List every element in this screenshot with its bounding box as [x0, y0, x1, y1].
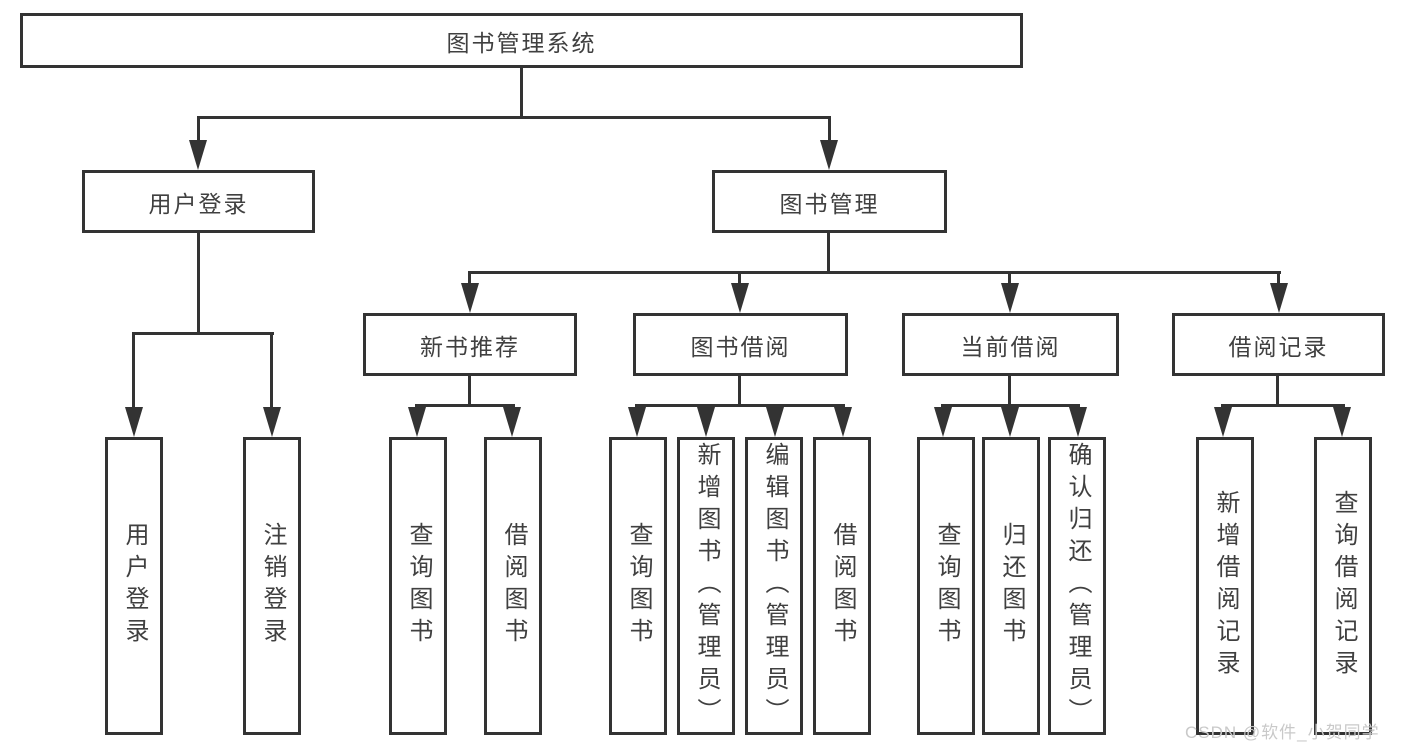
node-label: 图书管理	[779, 190, 880, 217]
connector-line	[1221, 404, 1345, 407]
arrowhead-down-icon	[766, 407, 784, 437]
node-label: 图书管理系统	[446, 29, 597, 56]
leaf-query-books-recommend: 查询图书	[389, 437, 447, 735]
arrowhead-down-icon	[408, 407, 426, 437]
node-label: 新书推荐	[420, 333, 520, 360]
watermark: CSDN @软件_小贺同学	[1185, 723, 1380, 742]
arrowhead-down-icon	[461, 283, 479, 313]
leaf-label: 查询图书	[405, 522, 432, 650]
connector-line	[468, 271, 1281, 274]
leaf-query-books-borrow: 查询图书	[609, 437, 667, 735]
connector-line	[1276, 374, 1279, 407]
connector-line	[197, 116, 831, 119]
leaf-label: 新增借阅记录	[1212, 490, 1239, 682]
leaf-add-book-admin: 新增图书（管理员）	[677, 437, 735, 735]
connector-line	[738, 273, 741, 285]
arrowhead-down-icon	[731, 283, 749, 313]
leaf-user-login: 用户登录	[105, 437, 163, 735]
connector-line	[132, 334, 135, 409]
arrowhead-down-icon	[697, 407, 715, 437]
leaf-confirm-return-admin: 确认归还（管理员）	[1048, 437, 1106, 735]
arrowhead-down-icon	[1270, 283, 1288, 313]
arrowhead-down-icon	[834, 407, 852, 437]
connector-line	[520, 66, 523, 118]
leaf-label: 确认归还（管理员）	[1064, 442, 1091, 730]
leaf-borrow-books-borrow: 借阅图书	[813, 437, 871, 735]
node-current-borrowing: 当前借阅	[902, 313, 1119, 376]
leaf-add-borrow-record: 新增借阅记录	[1196, 437, 1254, 735]
leaf-return-book: 归还图书	[982, 437, 1040, 735]
arrowhead-down-icon	[1214, 407, 1232, 437]
arrowhead-down-icon	[125, 407, 143, 437]
leaf-label: 用户登录	[121, 522, 148, 650]
leaf-label: 查询借阅记录	[1330, 490, 1357, 682]
arrowhead-down-icon	[503, 407, 521, 437]
leaf-query-borrow-record: 查询借阅记录	[1314, 437, 1372, 735]
node-new-book-recommendation: 新书推荐	[363, 313, 577, 376]
node-label: 图书借阅	[690, 333, 791, 360]
leaf-edit-book-admin: 编辑图书（管理员）	[745, 437, 803, 735]
arrowhead-down-icon	[1069, 407, 1087, 437]
arrowhead-down-icon	[628, 407, 646, 437]
leaf-logout: 注销登录	[243, 437, 301, 735]
leaf-label: 注销登录	[259, 522, 286, 650]
leaf-label: 借阅图书	[500, 522, 527, 650]
connector-line	[468, 374, 471, 407]
leaf-label: 查询图书	[933, 522, 960, 650]
connector-line	[1008, 374, 1011, 407]
connector-line	[197, 231, 200, 335]
connector-line	[415, 404, 515, 407]
node-label: 用户登录	[148, 190, 249, 217]
connector-line	[132, 332, 274, 335]
arrowhead-down-icon	[189, 140, 207, 170]
node-book-borrowing: 图书借阅	[633, 313, 848, 376]
connector-line	[827, 231, 830, 274]
connector-line	[1008, 273, 1011, 285]
leaf-label: 借阅图书	[829, 522, 856, 650]
connector-line	[941, 404, 1080, 407]
leaf-label: 归还图书	[998, 522, 1025, 650]
node-user-login: 用户登录	[82, 170, 315, 233]
arrowhead-down-icon	[1333, 407, 1351, 437]
connector-line	[635, 404, 845, 407]
leaf-label: 编辑图书（管理员）	[761, 442, 788, 730]
connector-line	[468, 273, 471, 285]
arrowhead-down-icon	[1001, 407, 1019, 437]
node-library-management-system: 图书管理系统	[20, 13, 1023, 68]
connector-line	[738, 374, 741, 407]
node-label: 借阅记录	[1228, 333, 1329, 360]
connector-line	[197, 118, 200, 142]
node-label: 当前借阅	[960, 333, 1061, 360]
arrowhead-down-icon	[263, 407, 281, 437]
leaf-borrow-books-recommend: 借阅图书	[484, 437, 542, 735]
connector-line	[1277, 273, 1280, 285]
connector-line	[828, 118, 831, 142]
node-book-management: 图书管理	[712, 170, 947, 233]
leaf-label: 新增图书（管理员）	[693, 442, 720, 730]
arrowhead-down-icon	[1001, 283, 1019, 313]
leaf-label: 查询图书	[625, 522, 652, 650]
connector-line	[270, 334, 273, 409]
arrowhead-down-icon	[820, 140, 838, 170]
node-borrowing-records: 借阅记录	[1172, 313, 1385, 376]
arrowhead-down-icon	[934, 407, 952, 437]
leaf-query-books-current: 查询图书	[917, 437, 975, 735]
